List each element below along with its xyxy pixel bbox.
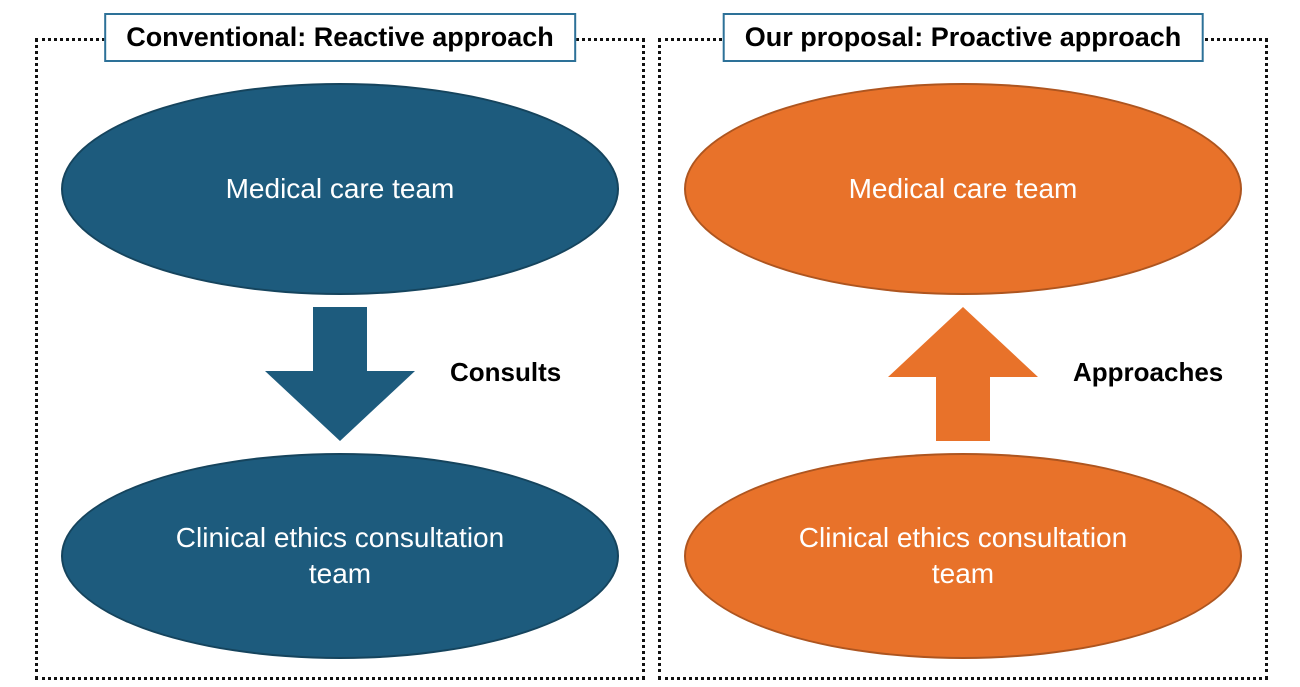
medical-care-team-ellipse: Medical care team bbox=[684, 83, 1242, 295]
clinical-ethics-team-label: Clinical ethics consultation team bbox=[175, 521, 505, 589]
up-arrow-shape bbox=[888, 307, 1038, 441]
panel-proposal: Our proposal: Proactive approach Medical… bbox=[658, 13, 1268, 680]
consults-label: Consults bbox=[450, 357, 562, 387]
clinical-ethics-team-label: Clinical ethics consultation team bbox=[798, 521, 1128, 589]
consults-down-arrow-icon bbox=[265, 307, 415, 441]
medical-care-team-ellipse: Medical care team bbox=[61, 83, 619, 295]
clinical-ethics-team-ellipse: Clinical ethics consultation team bbox=[684, 453, 1242, 659]
panel-conventional: Conventional: Reactive approach Medical … bbox=[35, 13, 645, 680]
approaches-up-arrow-icon bbox=[888, 307, 1038, 441]
down-arrow-shape bbox=[265, 307, 415, 441]
medical-care-team-label: Medical care team bbox=[848, 172, 1078, 204]
clinical-ethics-team-ellipse: Clinical ethics consultation team bbox=[61, 453, 619, 659]
medical-care-team-label: Medical care team bbox=[225, 172, 455, 204]
approaches-label: Approaches bbox=[1073, 357, 1224, 387]
panel-title-proposal: Our proposal: Proactive approach bbox=[722, 13, 1204, 62]
panel-title-conventional: Conventional: Reactive approach bbox=[104, 13, 576, 62]
